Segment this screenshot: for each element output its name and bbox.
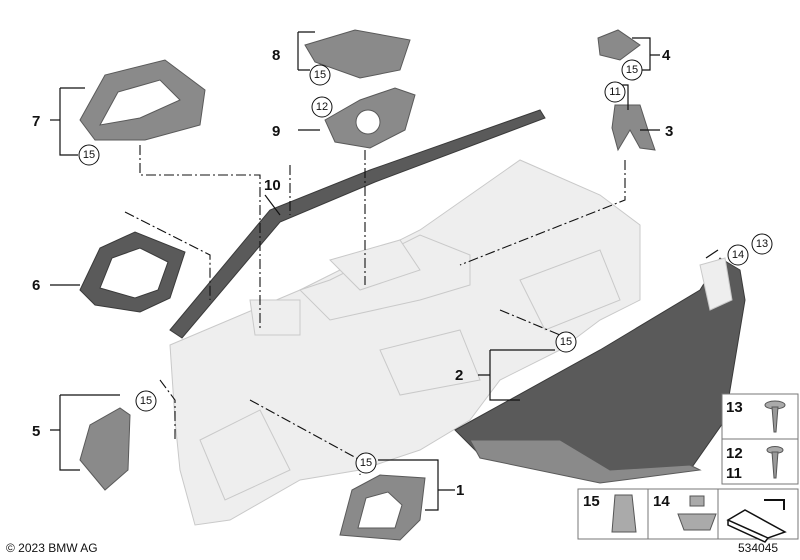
top-grille-cover-part	[304, 29, 411, 79]
end-cover-part	[79, 407, 131, 491]
leader-lines	[50, 31, 719, 511]
screw-icon	[766, 446, 784, 479]
nut-icon	[677, 495, 717, 531]
callout-1: 1	[456, 482, 464, 499]
callout-3: 3	[665, 123, 673, 140]
screw-icon	[764, 400, 786, 433]
callout-5: 5	[32, 423, 40, 440]
callout-9: 9	[272, 123, 280, 140]
callout-8: 8	[272, 47, 280, 64]
small-cap-part	[597, 29, 641, 61]
center-bracket-part	[324, 87, 416, 149]
clip-icon	[611, 494, 637, 533]
circled-11: 11	[609, 86, 620, 98]
circled-15-right: 15	[560, 336, 572, 348]
circled-callouts: 15 15 15 12 11 14 13 15 15 15	[78, 59, 773, 474]
legend-12: 12	[726, 445, 743, 462]
legend-11: 11	[726, 465, 742, 482]
circled-15-bottom: 15	[360, 457, 372, 469]
legend-14: 14	[653, 493, 670, 510]
circled-15-left: 15	[140, 395, 152, 407]
fastener-legend: 13 12 11 15 14	[577, 393, 799, 543]
side-frame-part	[79, 231, 186, 313]
circled-15-frame: 15	[83, 149, 95, 161]
side-bracket-part	[611, 104, 656, 152]
legend-13: 13	[726, 399, 743, 416]
circled-14: 14	[732, 249, 744, 261]
dashboard-main-part	[169, 159, 641, 526]
lower-trim-part	[339, 474, 426, 541]
trim-strip-part	[169, 109, 546, 339]
callout-10: 10	[264, 177, 281, 194]
circled-15-top-cover: 15	[314, 69, 326, 81]
legend-15: 15	[583, 493, 600, 510]
callout-7: 7	[32, 113, 40, 130]
z-bracket-icon	[726, 499, 787, 543]
circled-13: 13	[756, 238, 768, 250]
diagram-id: 534045	[738, 541, 779, 555]
callout-2: 2	[455, 367, 463, 384]
frame-cover-part	[79, 59, 206, 141]
circled-15-cap: 15	[626, 64, 638, 76]
copyright: © 2023 BMW AG	[6, 541, 98, 555]
callout-6: 6	[32, 277, 40, 294]
callout-4: 4	[662, 47, 671, 64]
circled-12: 12	[316, 101, 328, 113]
